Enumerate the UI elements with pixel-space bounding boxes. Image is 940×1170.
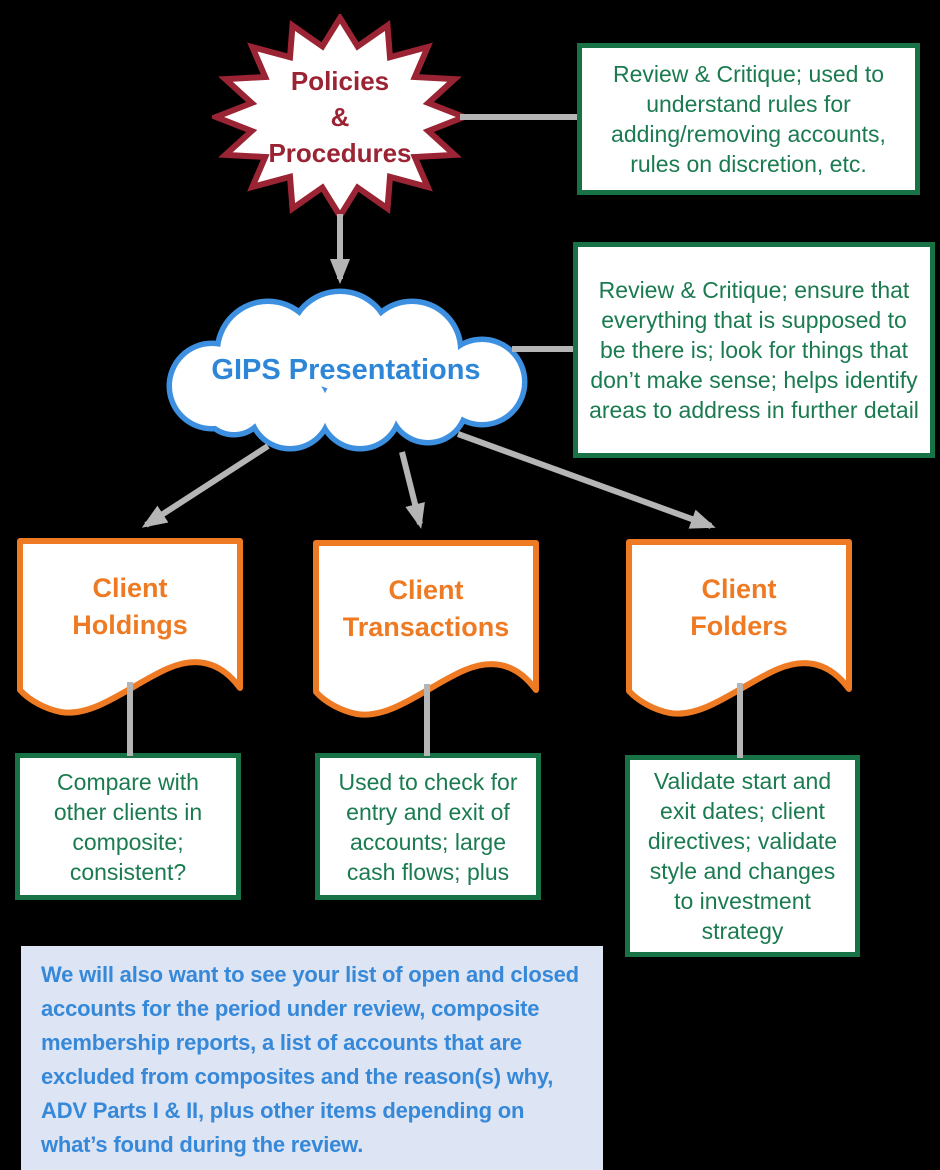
arrow-gips-to-holdings xyxy=(141,443,270,528)
policies-line: Policies xyxy=(290,66,390,96)
policies-review-note: Review & Critique; used to understand ru… xyxy=(577,43,920,195)
holdings-check-note-text: Compare with other clients in composite;… xyxy=(53,768,203,885)
footer-note: We will also want to see your list of op… xyxy=(21,946,603,1170)
footer-note-text: We will also want to see your list of op… xyxy=(41,962,579,1157)
holdings-check-note: Compare with other clients in composite;… xyxy=(15,753,241,900)
cloud-shape-icon xyxy=(166,288,528,452)
gips-review-note: Review & Critique; ensure that everythin… xyxy=(573,242,935,458)
folders-check-note: Validate start and exit dates; client di… xyxy=(625,755,860,957)
folders-check-note-text: Validate start and exit dates; client di… xyxy=(647,768,838,944)
client-transactions-node: Client Transactions xyxy=(313,540,539,722)
client-folders-label: Client Folders xyxy=(626,571,852,645)
client-holdings-line2: Holdings xyxy=(72,610,188,640)
transactions-check-note: Used to check for entry and exit of acco… xyxy=(315,753,541,900)
policies-procedures-node: Policies & Procedures xyxy=(212,14,468,220)
client-holdings-line1: Client xyxy=(92,573,168,603)
gips-presentations-node: GIPS Presentations xyxy=(160,288,532,452)
gips-presentations-label: GIPS Presentations xyxy=(211,353,481,386)
procedures-line: Procedures xyxy=(268,138,412,168)
client-holdings-label: Client Holdings xyxy=(17,570,243,644)
policies-review-note-text: Review & Critique; used to understand ru… xyxy=(611,61,886,177)
client-transactions-line1: Client xyxy=(388,575,464,605)
client-folders-line1: Client xyxy=(701,574,777,604)
client-transactions-line2: Transactions xyxy=(342,612,510,642)
transactions-check-note-text: Used to check for entry and exit of acco… xyxy=(338,768,518,885)
policies-procedures-label: Policies & Procedures xyxy=(212,14,468,220)
client-folders-node: Client Folders xyxy=(626,539,852,721)
gips-review-note-text: Review & Critique; ensure that everythin… xyxy=(589,277,919,423)
ampersand-line: & xyxy=(330,102,350,132)
arrow-gips-to-transactions xyxy=(399,451,425,529)
client-holdings-node: Client Holdings xyxy=(17,538,243,720)
client-transactions-label: Client Transactions xyxy=(313,572,539,646)
client-folders-line2: Folders xyxy=(690,611,788,641)
